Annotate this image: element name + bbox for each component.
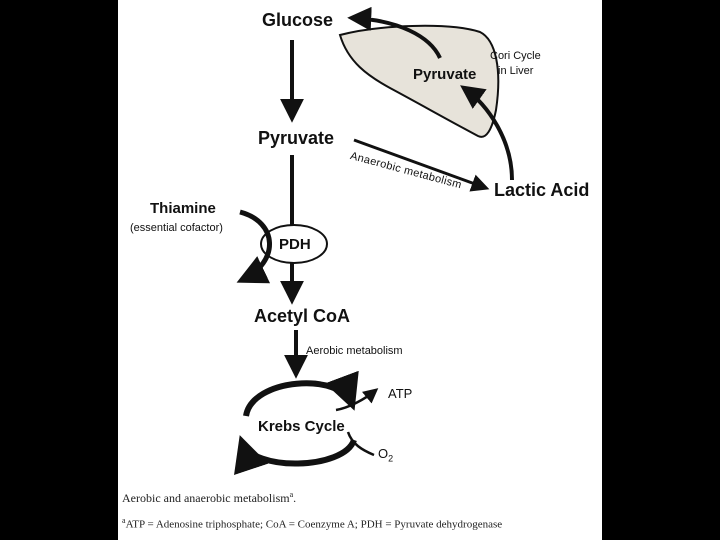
pyruvate-label: Pyruvate — [258, 128, 335, 148]
metabolism-diagram — [234, 6, 514, 476]
liver-shape — [338, 24, 500, 138]
o2-label: O2 — [378, 446, 393, 464]
caption-title-sup: a — [289, 490, 294, 499]
o2-text: O — [378, 446, 389, 461]
atp-arrow — [335, 388, 379, 412]
liver-pyruvate-label: Pyruvate — [413, 66, 477, 83]
caption-title-end: . — [293, 491, 297, 505]
krebs-top-arc — [243, 370, 359, 417]
thiamine-arrow — [236, 209, 272, 284]
arrow-liver-glucose — [347, 6, 442, 59]
caption-title: Aerobic and anaerobic metabolisma. — [122, 490, 296, 506]
caption-footnote-sup: a — [122, 516, 126, 525]
atp-label: ATP — [388, 386, 413, 401]
krebs-cycle-label: Krebs Cycle — [258, 418, 345, 435]
cori-cycle-label-line1: Cori Cycle — [490, 50, 541, 62]
figure-panel: Glucose Pyruvate Cori Cycle in Liver Pyr… — [118, 0, 602, 540]
thiamine-note: (essential cofactor) — [130, 222, 223, 234]
caption-title-text: Aerobic and anaerobic metabolism — [122, 491, 290, 505]
acetyl-coa-label: Acetyl CoA — [254, 306, 351, 326]
aerobic-metabolism-label: Aerobic metabolism — [306, 345, 403, 357]
krebs-bottom-arc — [234, 435, 357, 476]
lactic-acid-label: Lactic Acid — [494, 180, 590, 200]
cori-cycle-label-line2: in Liver — [498, 65, 534, 77]
caption-footnote-text: ATP = Adenosine triphosphate; CoA = Coen… — [125, 518, 503, 531]
thiamine-label: Thiamine — [150, 200, 216, 217]
caption-footnote: aATP = Adenosine triphosphate; CoA = Coe… — [122, 516, 502, 531]
o2-curve — [346, 431, 375, 457]
arrow-lactic-liver — [460, 85, 514, 181]
arrow-pyruvate-lactic — [353, 138, 490, 192]
glucose-label: Glucose — [262, 10, 334, 30]
o2-subscript: 2 — [388, 453, 394, 464]
pdh-ellipse — [260, 224, 328, 264]
pdh-label: PDH — [279, 236, 311, 253]
